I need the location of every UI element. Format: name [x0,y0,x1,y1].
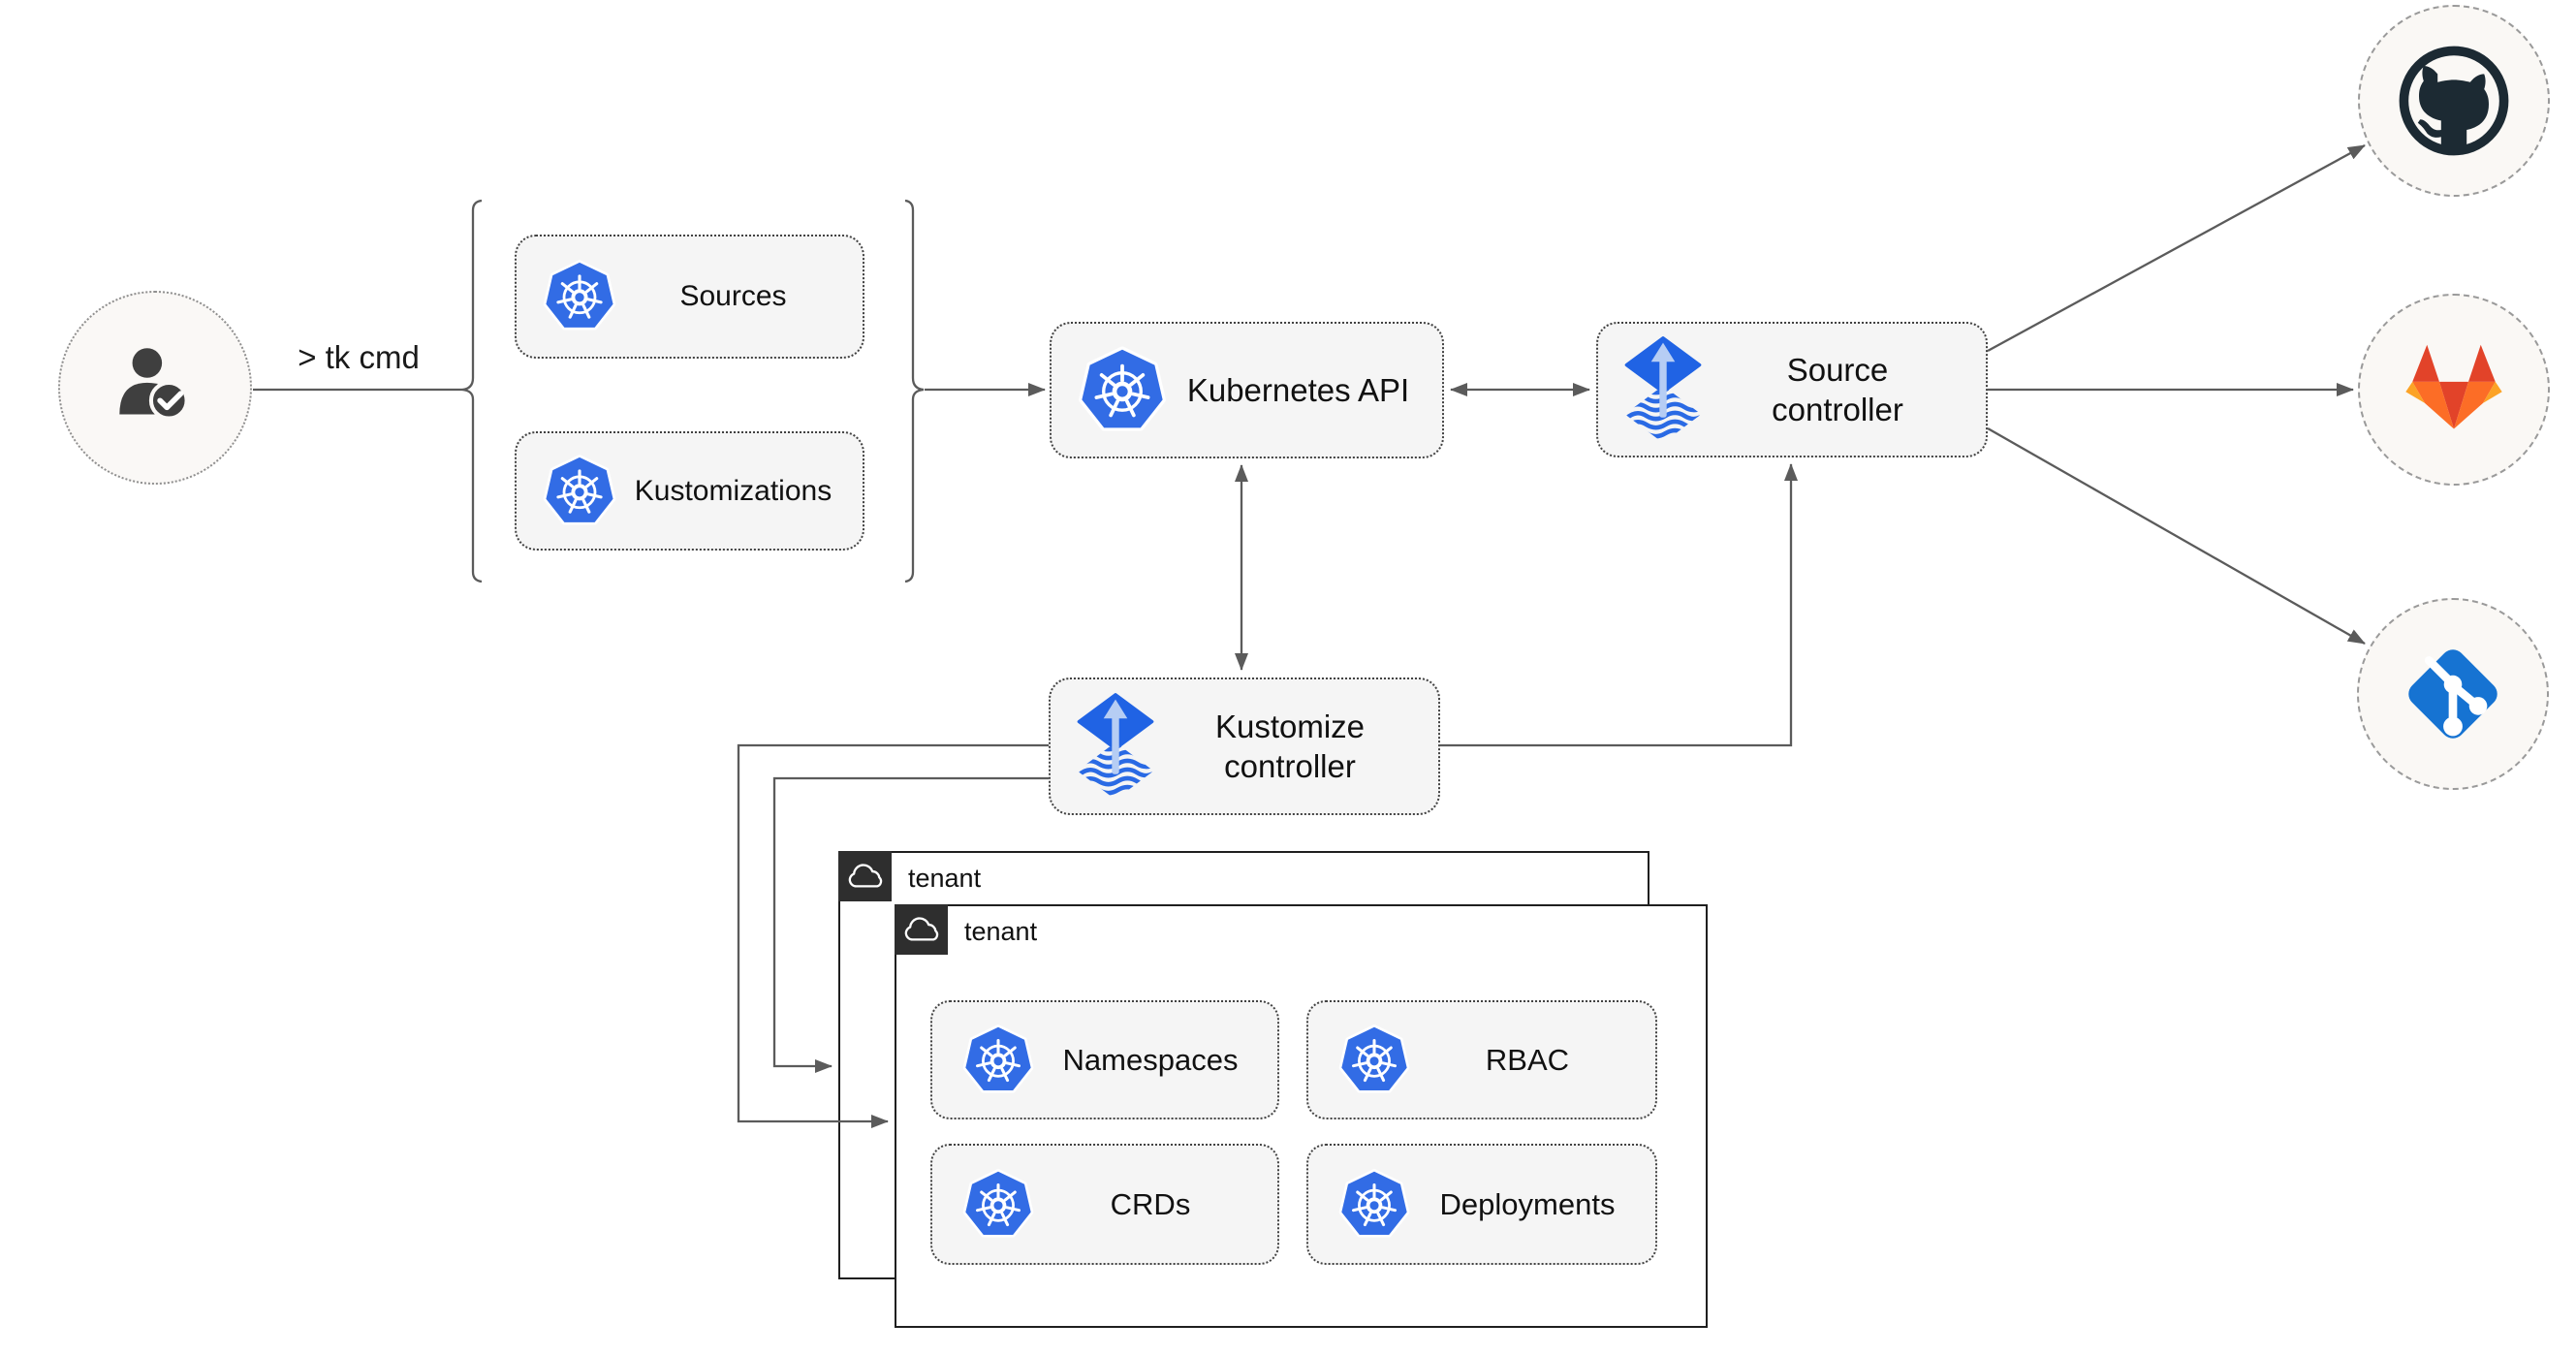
tenant-tab [838,851,892,901]
git-icon [2393,634,2513,754]
kubernetes-icon [542,259,617,334]
namespaces-node: Namespaces [930,1000,1279,1119]
kustomize-controller-label: Kustomize controller [1214,708,1366,784]
cloud-icon [903,917,940,942]
user-node [58,291,252,485]
flux-icon [1076,693,1155,800]
rbac-node: RBAC [1306,1000,1657,1119]
namespaces-label: Namespaces [1062,1042,1239,1077]
rbac-label: RBAC [1485,1042,1570,1077]
left-brace [461,199,483,583]
deployments-label: Deployments [1439,1186,1616,1221]
edge-kustomize-to-source [1440,463,1798,747]
sources-node: Sources [515,235,864,359]
kubernetes-api-node: Kubernetes API [1050,322,1444,458]
tenant-tab [895,904,948,955]
kubernetes-api-label: Kubernetes API [1186,371,1410,408]
user-check-icon [106,335,204,440]
gitlab-icon [2398,339,2510,440]
kustomize-controller-node: Kustomize controller [1049,678,1440,815]
kustomizations-node: Kustomizations [515,431,864,551]
github-icon [2396,43,2512,159]
kubernetes-icon [961,1168,1035,1242]
kubernetes-icon [961,1024,1035,1097]
crds-node: CRDs [930,1144,1279,1265]
kubernetes-icon [1077,345,1168,436]
gitlab-node [2358,294,2550,486]
sources-label: Sources [679,280,787,313]
tenant-label: tenant [964,917,1038,946]
cli-command-label: > tk cmd [298,339,420,375]
kubernetes-icon [542,454,617,529]
deployments-node: Deployments [1306,1144,1657,1265]
flux-icon [1623,336,1703,443]
tenant-box-front: tenant Namespaces RBAC CRDs Deployments [895,904,1708,1328]
source-controller-node: Source controller [1596,322,1988,457]
github-node [2358,5,2550,197]
edge-source-to-git [1987,427,2366,645]
git-node [2357,598,2549,790]
kustomizations-label: Kustomizations [634,474,832,507]
source-controller-label: Source controller [1772,351,1903,427]
cloud-icon [847,864,884,889]
kubernetes-icon [1337,1168,1411,1242]
edge-source-to-github [1987,143,2366,353]
crds-label: CRDs [1110,1186,1191,1221]
kubernetes-icon [1337,1024,1411,1097]
right-brace [904,199,925,583]
tenant-label: tenant [908,864,982,893]
